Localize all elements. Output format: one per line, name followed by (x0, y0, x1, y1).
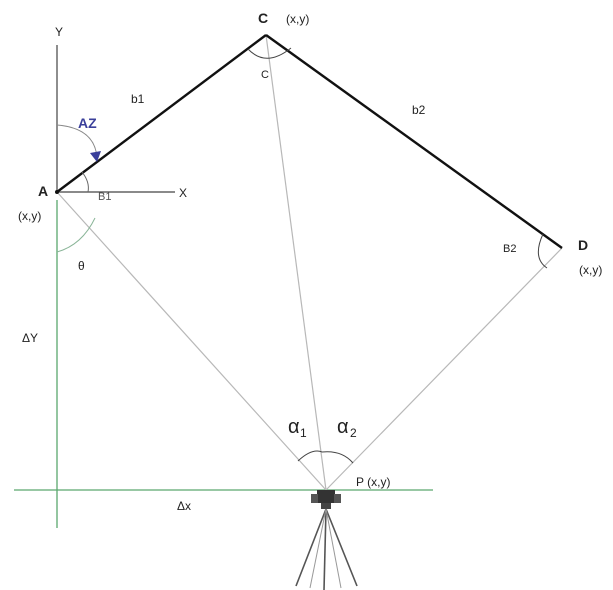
b1-angle-label: B1 (98, 191, 111, 203)
point-a-label: A (38, 183, 48, 199)
point-c-coord: (x,y) (286, 12, 309, 26)
x-axis-label: X (179, 186, 187, 200)
b2-arc (537, 233, 548, 269)
delta-y-label: ΔY (22, 331, 38, 345)
alpha2-arc (321, 451, 354, 464)
az-arrow (90, 151, 101, 162)
alpha1-subscript: 1 (300, 426, 307, 440)
sight-line-pc (265, 34, 327, 491)
alpha1-arc (297, 450, 323, 462)
theta-label: θ (78, 259, 85, 273)
side-b1-label: b1 (131, 92, 145, 106)
alpha1-label: α (288, 416, 300, 438)
az-label: AZ (78, 115, 97, 131)
y-axis-label: Y (55, 25, 63, 39)
point-p-coord: P (x,y) (356, 475, 390, 489)
alpha2-subscript: 2 (350, 426, 357, 440)
side-b1 (56, 34, 267, 193)
side-b2-label: b2 (412, 103, 426, 117)
sight-line-pa (56, 191, 327, 491)
b2-angle-label: B2 (503, 243, 516, 255)
point-a-marker (55, 190, 59, 194)
delta-x-label: Δx (177, 499, 191, 513)
alpha2-label: α (337, 416, 349, 438)
tripod-icon (295, 490, 358, 590)
b1-arc (81, 171, 89, 193)
c-angle-label: C (261, 69, 269, 81)
point-d-label: D (578, 237, 588, 253)
point-c-label: C (258, 10, 268, 26)
point-d-coord: (x,y) (579, 263, 602, 277)
theta-arc (56, 217, 96, 253)
point-a-coord: (x,y) (18, 209, 41, 223)
sight-line-pd (325, 247, 563, 491)
side-b2 (265, 34, 563, 249)
c-arc (247, 47, 292, 59)
